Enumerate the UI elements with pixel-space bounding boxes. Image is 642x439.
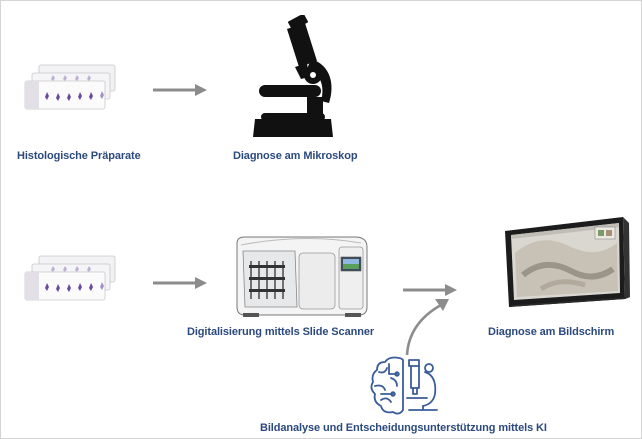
label-diagnose-am-mikroskop: Diagnose am Mikroskop [233,150,358,162]
glass-slides-icon [21,63,121,115]
arrow-icon [151,82,209,98]
brain-microscope-icon [369,354,443,418]
microscope-icon [251,15,337,143]
arrow-icon [151,275,209,291]
label-histologische-praeparate: Histologische Präparate [17,150,141,162]
curved-arrow-icon [399,293,459,357]
label-bildanalyse-und-entscheidungsunterstuetzung: Bildanalyse und Entscheidungsunterstützu… [260,422,547,434]
label-digitalisierung-mittels-slide-scanner: Digitalisierung mittels Slide Scanner [187,326,375,338]
arrow-icon [401,282,459,298]
label-diagnose-am-bildschirm: Diagnose am Bildschirm [488,326,615,338]
slide-scanner-icon [233,233,373,319]
glass-slides-icon [21,254,121,306]
monitor-icon [501,213,631,313]
